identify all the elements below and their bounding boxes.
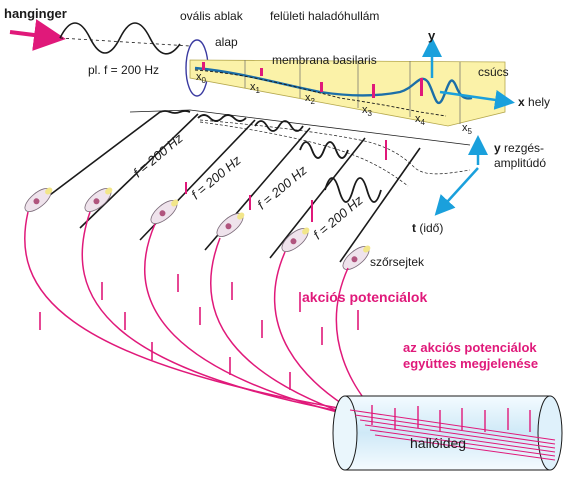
x-hely-label: x hely bbox=[518, 95, 550, 109]
time-axis-arrow bbox=[434, 167, 479, 216]
x1-label: x bbox=[250, 81, 256, 93]
t-ido-word: (idő) bbox=[419, 221, 443, 235]
x2-label: x bbox=[305, 92, 311, 104]
x-hely-word: hely bbox=[528, 95, 550, 109]
hair-cells bbox=[24, 187, 371, 270]
y-rezges-2: amplitúdó bbox=[494, 156, 546, 170]
membrane-grid bbox=[244, 60, 461, 124]
x-axis-arrow bbox=[439, 89, 515, 110]
hanginger-label: hanginger bbox=[4, 6, 67, 21]
nerve-spikes bbox=[371, 405, 531, 432]
y-rezges-label: y rezgés- bbox=[494, 141, 544, 155]
time-plane-envelope-dashed bbox=[199, 119, 471, 175]
y-axis-label: y bbox=[428, 28, 436, 43]
position-labels: x0 x1 x2 x3 x4 x5 bbox=[196, 71, 473, 136]
hallodeg-label: hallóideg bbox=[410, 435, 466, 451]
input-axis-dashed bbox=[59, 37, 191, 47]
svg-text:x4: x4 bbox=[415, 113, 426, 127]
hair-cell-3 bbox=[150, 199, 179, 224]
frequency-example-label: pl. f = 200 Hz bbox=[88, 63, 159, 77]
basilar-membrane-plane bbox=[189, 59, 506, 127]
hair-cell-5 bbox=[281, 227, 310, 252]
svg-text:x5: x5 bbox=[462, 122, 473, 136]
auditory-nerve bbox=[332, 395, 563, 471]
hair-cell-4 bbox=[216, 212, 245, 237]
hair-cell-1 bbox=[24, 187, 53, 212]
x3-sub: 3 bbox=[368, 109, 373, 118]
y-rezges-1: rezgés- bbox=[504, 141, 544, 155]
x5-label: x bbox=[462, 122, 468, 134]
svg-text:x3: x3 bbox=[362, 104, 373, 118]
x2-sub: 2 bbox=[311, 97, 316, 106]
nerve-fiber-bundle bbox=[349, 409, 556, 461]
svg-text:x0: x0 bbox=[196, 71, 207, 85]
sound-input-arrow bbox=[9, 19, 66, 51]
t-ido-t: t bbox=[412, 221, 416, 235]
wave-envelope-dashed bbox=[194, 69, 447, 117]
x3-label: x bbox=[362, 104, 368, 116]
alap-label: alap bbox=[215, 35, 238, 49]
svg-text:x1: x1 bbox=[250, 81, 261, 95]
amplitude-markers bbox=[185, 140, 387, 222]
x5-sub: 5 bbox=[468, 127, 473, 136]
input-sound-wave bbox=[59, 22, 181, 55]
f200-label-4: f = 200 Hz bbox=[310, 192, 366, 242]
egyuttes-label-1: az akciós potenciálok bbox=[403, 340, 537, 355]
egyuttes-label-2: együttes megjelenése bbox=[403, 356, 538, 371]
oscillation-traces bbox=[159, 110, 382, 203]
f200-label-3: f = 200 Hz bbox=[254, 162, 310, 212]
membrana-label: membrana basilaris bbox=[272, 53, 377, 67]
szorsejtek-label: szőrsejtek bbox=[370, 255, 425, 269]
travelling-wave bbox=[194, 66, 473, 105]
x4-sub: 4 bbox=[421, 118, 426, 127]
f200-label-1: f = 200 Hz bbox=[130, 130, 186, 180]
membrane-markers bbox=[202, 62, 423, 98]
time-plane-top bbox=[129, 109, 471, 146]
nerve-start bbox=[332, 395, 358, 471]
action-potential-spikes bbox=[39, 274, 359, 390]
svg-text:x2: x2 bbox=[305, 92, 316, 106]
x0-label: x bbox=[196, 71, 202, 83]
feluleti-label: felületi haladóhullám bbox=[270, 9, 379, 23]
akcios-label: akciós potenciálok bbox=[302, 289, 427, 305]
f200-labels: f = 200 Hz f = 200 Hz f = 200 Hz f = 200… bbox=[130, 130, 366, 242]
nerve-end bbox=[537, 395, 563, 471]
csucs-label: csúcs bbox=[478, 65, 509, 79]
ovalis-ablak-label: ovális ablak bbox=[180, 9, 244, 23]
hair-cell-2 bbox=[84, 187, 113, 212]
drop-lines bbox=[29, 111, 421, 263]
x-hely-x: x bbox=[518, 95, 525, 109]
x4-label: x bbox=[415, 113, 421, 125]
y-rezges-y: y bbox=[494, 141, 501, 155]
hair-cell-6 bbox=[342, 245, 371, 270]
t-ido-label: t (idő) bbox=[412, 221, 443, 235]
x0-sub: 0 bbox=[202, 76, 207, 85]
x1-sub: 1 bbox=[256, 86, 261, 95]
